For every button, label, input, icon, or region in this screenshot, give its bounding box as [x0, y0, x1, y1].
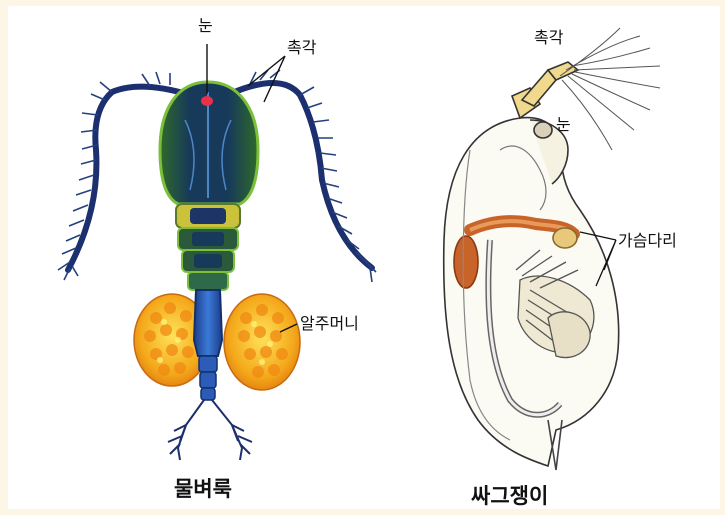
copepod-eye	[201, 96, 213, 106]
daphnia-antenna-setae	[560, 28, 660, 150]
label-daphnia-thoracic-legs: 가슴다리	[618, 233, 677, 249]
copepod-furca	[168, 400, 252, 460]
caption-daphnia: 싸그쟁이	[471, 486, 548, 507]
label-copepod-eye: 눈	[198, 18, 213, 34]
daphnia-eye	[534, 122, 552, 138]
label-daphnia-eye: 눈	[556, 117, 571, 133]
label-daphnia-antenna: 촉각	[534, 30, 563, 46]
caption-copepod: 물벼룩	[174, 479, 232, 500]
copepod-drawing	[58, 44, 376, 460]
copepod-abdomen	[194, 290, 222, 356]
label-copepod-egg-sac: 알주머니	[300, 316, 359, 332]
label-copepod-antenna: 촉각	[287, 40, 316, 56]
copepod-segment	[188, 272, 228, 290]
